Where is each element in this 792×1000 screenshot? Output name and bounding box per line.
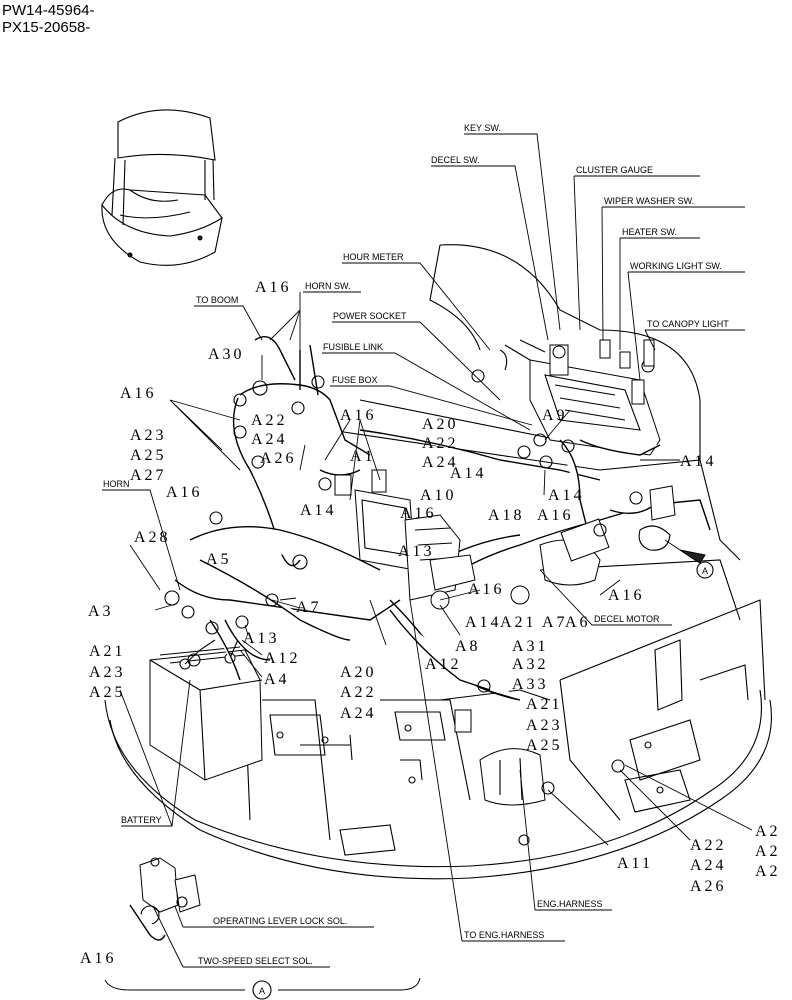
code-a8: A8: [455, 638, 481, 655]
code-a14-middle: A14: [300, 502, 337, 519]
code-a14-right-2: A14: [548, 487, 585, 504]
code-a16-middle-2: A16: [537, 507, 574, 524]
code-a4: A4: [264, 671, 290, 688]
code-a23-battery: A23: [89, 664, 126, 681]
label-battery: BATTERY: [121, 815, 162, 825]
view-a-arrow: A: [664, 539, 714, 579]
code-a20-center: A20: [422, 416, 459, 433]
code-a14-right: A14: [680, 453, 717, 470]
code-a13-middle: A13: [398, 543, 435, 560]
code-a16-middle: A16: [400, 505, 437, 522]
code-a16-center-2: A16: [468, 581, 505, 598]
code-a14-center: A14: [450, 465, 487, 482]
code-a25-right: A25: [526, 737, 563, 754]
code-a16-center: A16: [340, 407, 377, 424]
view-a-marker: A: [702, 566, 708, 576]
label-operating-lever-lock-sol: OPERATING LEVER LOCK SOL.: [213, 916, 347, 926]
code-a26-bottom-right: A26: [690, 878, 727, 895]
detail-a-inset: A: [104, 857, 421, 1000]
label-cluster-gauge: CLUSTER GAUGE: [576, 165, 653, 175]
label-heater-sw: HEATER SW.: [622, 227, 677, 237]
label-to-canopy-light: TO CANOPY LIGHT: [647, 319, 729, 329]
code-a21-bottom: A21: [500, 614, 537, 631]
code-a16-right: A16: [608, 587, 645, 604]
code-a20-bottom: A20: [340, 664, 377, 681]
code-a27-left: A27: [130, 467, 167, 484]
code-a22-center-2: A22: [422, 435, 459, 452]
code-a24-bottom: A24: [340, 705, 377, 722]
code-a28: A28: [134, 529, 171, 546]
leader-lines: [102, 133, 753, 968]
code-a24-bottom-right: A24: [690, 857, 727, 874]
code-a24-center-2: A24: [422, 454, 459, 471]
code-a9: A9: [542, 407, 568, 424]
battery: [149, 634, 263, 781]
code-a33: A33: [512, 676, 549, 693]
code-a24-center: A24: [251, 431, 288, 448]
label-fuse-box: FUSE BOX: [332, 375, 378, 385]
code-a22-bottom: A22: [340, 684, 377, 701]
code-a7-bottom: A7: [542, 614, 568, 631]
code-a7: A7: [296, 599, 322, 616]
code-a14-bottom: A14: [465, 614, 502, 631]
code-a11: A11: [617, 855, 653, 872]
model-serial-range-2: PX15-20658-: [2, 19, 91, 36]
label-decel-motor: DECEL MOTOR: [594, 614, 660, 624]
label-horn-sw: HORN SW.: [305, 281, 351, 291]
code-a12-left: A12: [264, 650, 301, 667]
code-a30: A30: [208, 346, 245, 363]
code-a22-bottom-right: A22: [690, 837, 727, 854]
label-eng-harness: ENG.HARNESS: [537, 899, 603, 909]
code-a21-right: A21: [526, 696, 563, 713]
code-a26-center: A26: [260, 450, 297, 467]
code-a2-1: A2: [755, 823, 781, 840]
label-working-light-sw: WORKING LIGHT SW.: [630, 261, 722, 271]
frame-drawing: [101, 109, 772, 880]
label-two-speed-select-sol: TWO-SPEED SELECT SOL.: [198, 956, 313, 966]
code-a16-left: A16: [120, 385, 157, 402]
code-a2-2: A2: [755, 843, 781, 860]
model-serial-range-1: PW14-45964-: [2, 2, 95, 19]
label-power-socket: POWER SOCKET: [333, 311, 407, 321]
machine-overview-inset: [101, 109, 223, 266]
code-a21-battery: A21: [89, 643, 126, 660]
label-horn: HORN: [103, 479, 130, 489]
code-a31: A31: [512, 638, 549, 655]
code-a12-bottom: A12: [425, 656, 462, 673]
code-a25-left: A25: [130, 447, 167, 464]
code-a10: A10: [420, 487, 457, 504]
label-hour-meter: HOUR METER: [343, 252, 404, 262]
code-a13-left: A13: [243, 630, 280, 647]
label-key-sw: KEY SW.: [464, 123, 501, 133]
code-a1: A1: [350, 448, 376, 465]
label-fusible-link: FUSIBLE LINK: [323, 342, 383, 352]
detail-a-marker: A: [259, 986, 265, 996]
code-a5: A5: [206, 551, 232, 568]
code-a25-battery: A25: [89, 684, 126, 701]
code-a23-right: A23: [526, 717, 563, 734]
code-a18: A18: [488, 507, 525, 524]
reference-codes: A16 A30 A16 A23 A25 A27 A22 A24 A26 A16 …: [80, 279, 781, 967]
label-decel-sw: DECEL SW.: [431, 155, 480, 165]
callout-labels: KEY SW. DECEL SW. CLUSTER GAUGE WIPER WA…: [103, 123, 729, 966]
code-a3: A3: [88, 603, 114, 620]
label-wiper-washer-sw: WIPER WASHER SW.: [604, 196, 694, 206]
code-a32: A32: [512, 656, 549, 673]
code-a16-top: A16: [255, 279, 292, 296]
fuse-box-cluster: [334, 469, 610, 610]
label-to-eng-harness: TO ENG.HARNESS: [464, 930, 544, 940]
code-a2-3: A2: [755, 863, 781, 880]
code-a6: A6: [565, 614, 591, 631]
code-a16-detail: A16: [80, 950, 117, 967]
label-to-boom: TO BOOM: [196, 295, 238, 305]
code-a22-center: A22: [251, 412, 288, 429]
code-a23-left: A23: [130, 427, 167, 444]
code-a16-horn: A16: [166, 484, 203, 501]
